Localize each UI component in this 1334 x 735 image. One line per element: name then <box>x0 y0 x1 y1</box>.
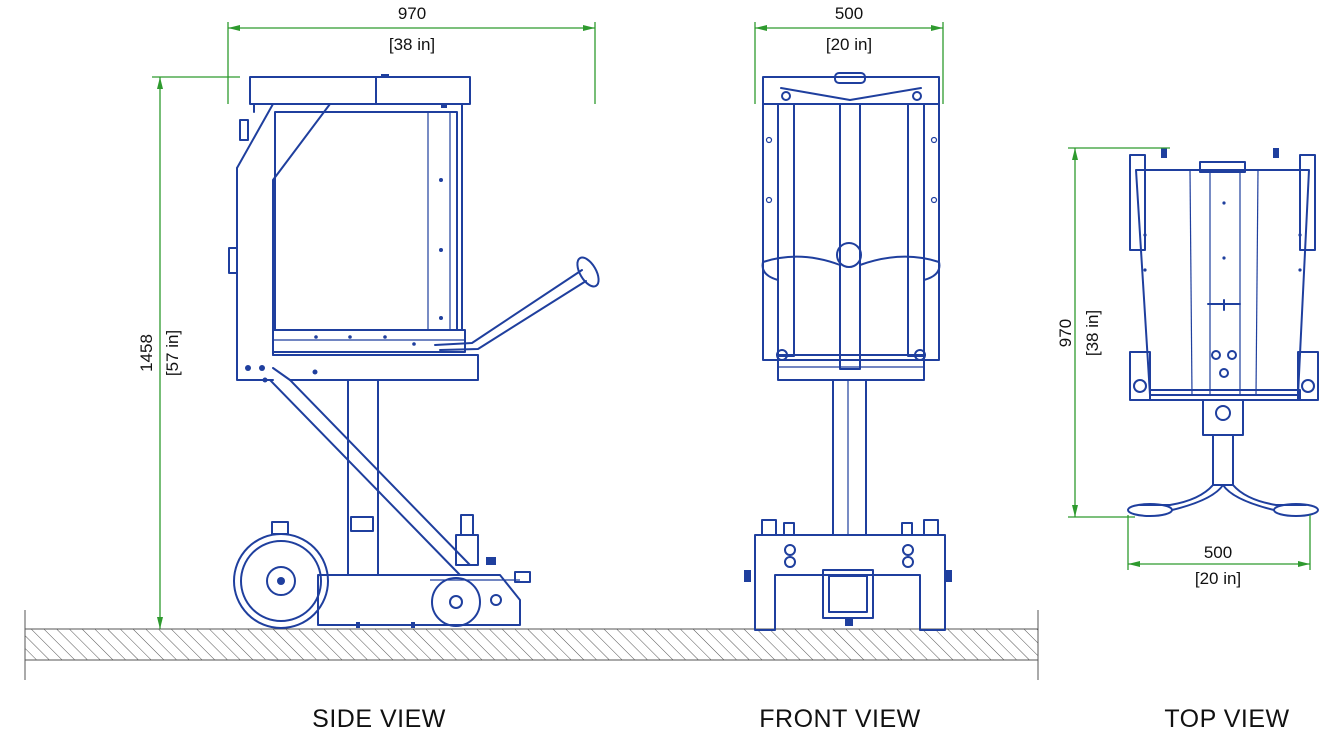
front-view-machine <box>744 72 952 631</box>
front-view-label: FRONT VIEW <box>759 705 920 733</box>
top-length-mm-label: 970 <box>1056 319 1075 347</box>
top-width-mm-label: 500 <box>1204 543 1232 562</box>
ground-plane <box>24 610 1039 680</box>
side-width-in-label: [38 in] <box>389 35 435 54</box>
dimension-lines <box>152 22 1311 629</box>
side-view-label: SIDE VIEW <box>312 705 446 733</box>
top-width-in-label: [20 in] <box>1195 569 1241 588</box>
side-height-mm-label: 1458 <box>137 334 156 372</box>
front-width-mm-label: 500 <box>835 4 863 23</box>
side-view-machine <box>228 74 600 629</box>
front-width-in-label: [20 in] <box>826 35 872 54</box>
top-length-in-label: [38 in] <box>1083 310 1102 356</box>
side-width-mm-label: 970 <box>398 4 426 23</box>
top-view-label: TOP VIEW <box>1164 705 1289 733</box>
side-height-in-label: [57 in] <box>163 330 182 376</box>
top-view-machine <box>1127 148 1319 517</box>
